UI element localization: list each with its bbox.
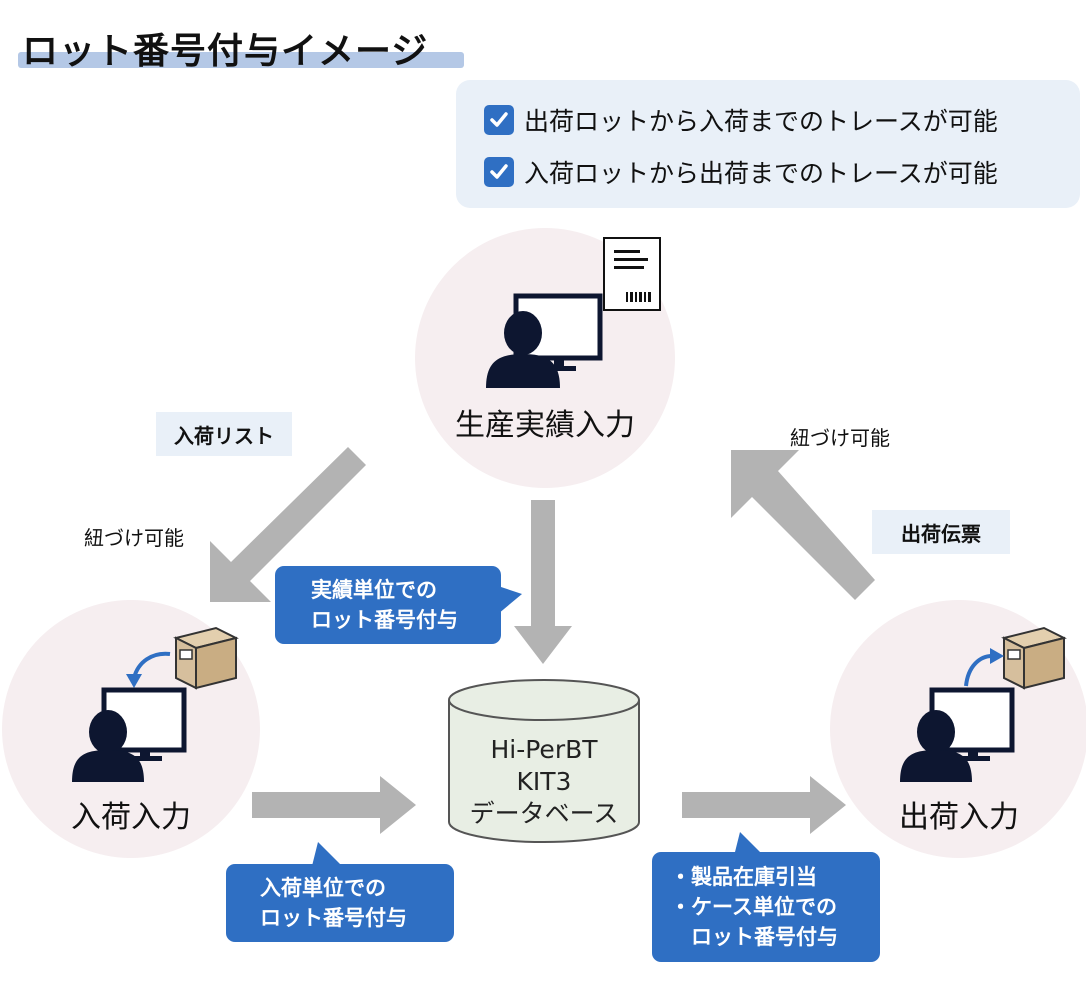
- bubble-line: ロット番号付与: [311, 608, 458, 632]
- checklist-item: 出荷ロットから入荷までのトレースが可能: [484, 102, 998, 138]
- shipping-bubble-tail: [734, 832, 764, 856]
- cardboard-box-icon: [173, 626, 239, 690]
- page-title: ロット番号付与イメージ: [22, 31, 429, 72]
- bubble-line: ・ケース単位での: [670, 895, 837, 919]
- database-label: Hi-PerBT KIT3 データベース: [446, 734, 642, 830]
- receiving-node-label: 入荷入力: [71, 800, 191, 835]
- bubble-line: ロット番号付与: [670, 925, 838, 949]
- arrow-receiving-to-db: [252, 776, 416, 834]
- person-icon: [72, 710, 144, 782]
- checkbox-checked-icon: [484, 105, 514, 135]
- production-bubble-tail: [498, 586, 522, 614]
- bubble-line: 実績単位での: [311, 578, 437, 602]
- arrow-production-to-db: [514, 500, 572, 664]
- production-node-label: 生産実績入力: [455, 408, 635, 443]
- database-label-line3: データベース: [469, 799, 619, 828]
- cardboard-box-icon: [1001, 626, 1067, 690]
- curved-arrow-in-icon: [126, 651, 171, 688]
- link-possible-label-right: 紐づけ可能: [790, 426, 890, 450]
- arrow-to-production: [731, 450, 875, 600]
- receiving-list-tag: 入荷リスト: [156, 412, 292, 456]
- shipping-icons: [900, 626, 1067, 782]
- receiving-bubble-tail: [312, 842, 342, 866]
- bubble-line: 入荷単位での: [260, 876, 386, 900]
- database-cylinder-icon: [448, 679, 640, 843]
- arrow-db-to-shipping: [682, 776, 846, 834]
- checklist-item-label: 入荷ロットから出荷までのトレースが可能: [524, 159, 998, 188]
- checklist-item: 入荷ロットから出荷までのトレースが可能: [484, 154, 998, 190]
- curved-arrow-out-icon: [964, 648, 1004, 687]
- bubble-line: ロット番号付与: [260, 906, 407, 930]
- shipping-lot-bubble: ・製品在庫引当 ・ケース単位での ロット番号付与: [652, 852, 880, 962]
- database-label-line1: Hi-PerBT: [490, 735, 598, 764]
- shipping-node-label: 出荷入力: [899, 800, 1019, 835]
- link-possible-label-left: 紐づけ可能: [84, 526, 184, 550]
- person-icon: [486, 311, 560, 388]
- bubble-line: ・製品在庫引当: [670, 865, 817, 889]
- checkbox-checked-icon: [484, 157, 514, 187]
- person-icon: [900, 710, 972, 782]
- receiving-icons: [72, 626, 239, 782]
- database-label-line2: KIT3: [516, 767, 572, 796]
- computer-monitor-icon: [513, 293, 603, 371]
- checklist-item-label: 出荷ロットから入荷までのトレースが可能: [524, 107, 998, 136]
- document-barcode-icon: [603, 237, 661, 311]
- shipping-slip-tag: 出荷伝票: [872, 510, 1010, 554]
- production-icons: [486, 237, 661, 388]
- arrow-to-receiving: [210, 447, 366, 602]
- trace-checklist: 出荷ロットから入荷までのトレースが可能 入荷ロットから出荷までのトレースが可能: [456, 80, 1080, 208]
- production-lot-bubble: 実績単位での ロット番号付与: [275, 566, 501, 644]
- title-underline: [18, 52, 464, 68]
- receiving-lot-bubble: 入荷単位での ロット番号付与: [226, 864, 454, 942]
